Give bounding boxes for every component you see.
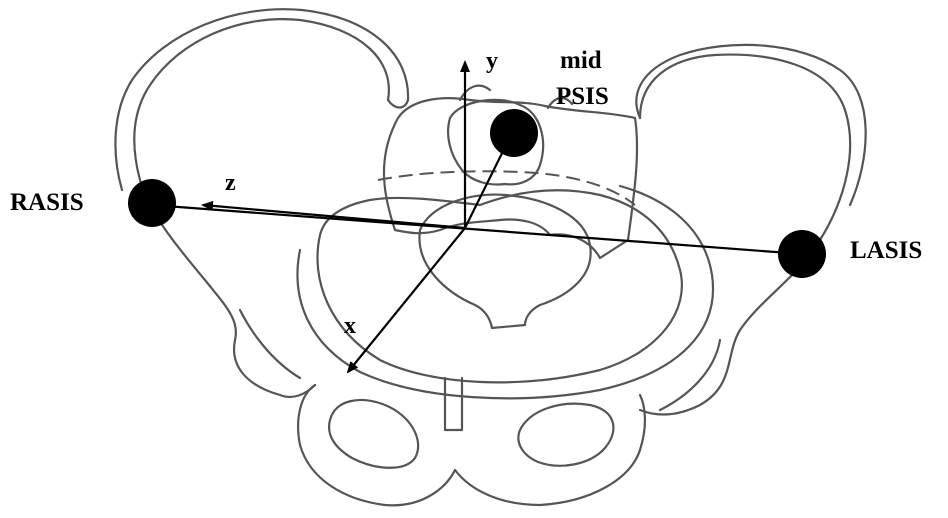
rasis-marker: [128, 179, 176, 227]
mid-psis-label-line2: PSIS: [556, 83, 609, 110]
mid-psis-marker: [490, 109, 538, 157]
lasis-label: LASIS: [850, 237, 922, 264]
mid-psis-label-line1: mid: [560, 47, 602, 74]
z-axis-label: z: [225, 170, 236, 196]
x-axis-label: x: [344, 313, 356, 339]
z-axis-arrow: [203, 205, 465, 228]
coccyx: [419, 195, 590, 328]
pelvis-illustration: [115, 9, 865, 505]
asis-line: [152, 205, 802, 254]
rasis-label: RASIS: [10, 189, 84, 216]
x-axis-arrow: [348, 228, 465, 372]
left-obturator-foramen: [518, 404, 613, 466]
right-obturator-foramen: [329, 400, 418, 468]
lasis-marker: [778, 230, 826, 278]
pubis: [298, 385, 645, 505]
y-axis-label: y: [486, 48, 498, 74]
